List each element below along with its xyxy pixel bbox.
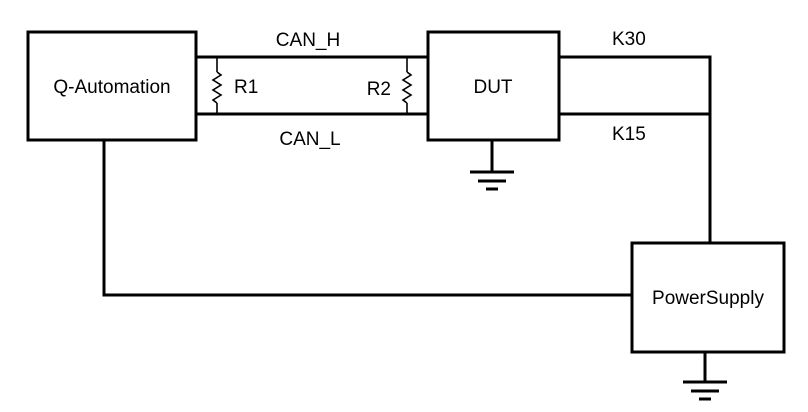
r2-zigzag xyxy=(401,71,413,104)
dut-block xyxy=(426,30,561,142)
can-h-label: CAN_H xyxy=(276,30,340,51)
q-automation-label: Q-Automation xyxy=(53,77,170,98)
r1-label: R1 xyxy=(234,77,258,98)
power-supply-label: PowerSupply xyxy=(652,288,764,309)
r1-resistor xyxy=(211,57,223,114)
supply-ground-icon xyxy=(683,380,727,401)
k15-label: K15 xyxy=(612,124,646,145)
dut-ground-icon xyxy=(470,170,514,191)
r1-zigzag xyxy=(211,71,223,104)
wires xyxy=(102,55,712,382)
can-l-label: CAN_L xyxy=(279,129,340,150)
k30-label: K30 xyxy=(612,29,646,50)
power-supply-block xyxy=(630,241,786,354)
q-automation-block xyxy=(26,30,198,142)
r2-label: R2 xyxy=(367,79,391,100)
r2-resistor xyxy=(401,57,413,114)
dut-label: DUT xyxy=(473,77,512,98)
